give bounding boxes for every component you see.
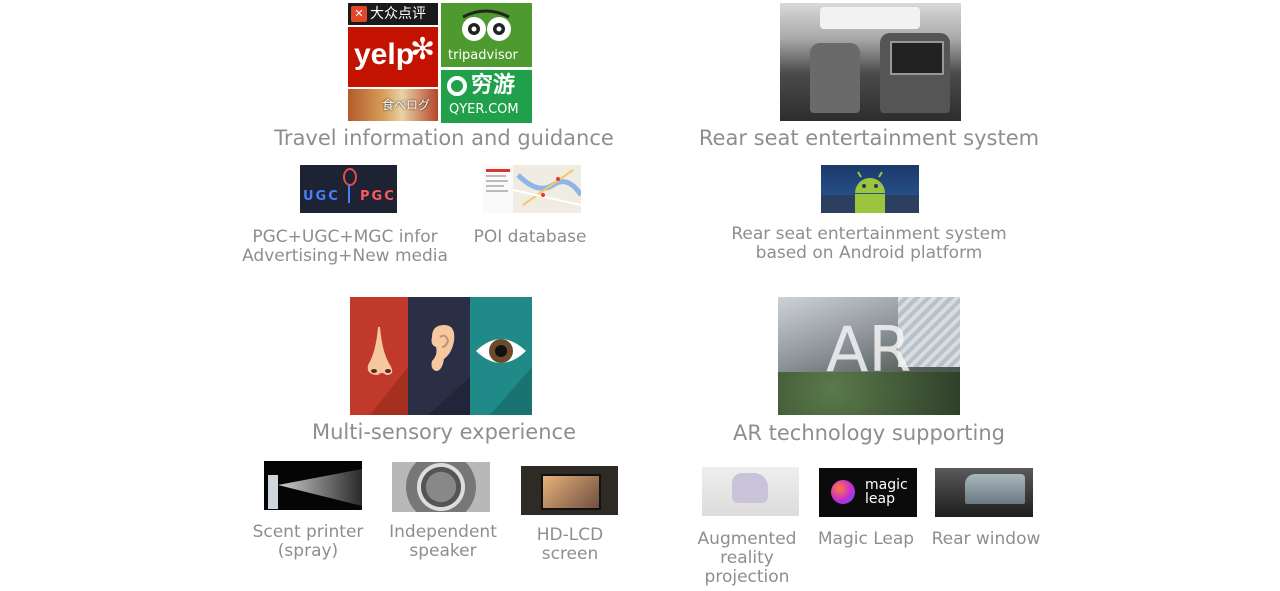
connector-line <box>348 185 350 203</box>
yelp-burst-icon: ✻ <box>410 32 436 67</box>
headrest-screen <box>890 41 944 75</box>
ar-building <box>898 297 960 367</box>
yelp-text: yelp <box>354 38 415 71</box>
tabelog-logo: 食べログ <box>348 89 438 121</box>
nose-panel <box>350 297 408 415</box>
dianping-icon: ✕ <box>351 6 367 22</box>
pin-icon <box>343 168 357 186</box>
qyer-com-text: QYER.COM <box>449 102 519 117</box>
ugc-pgc-image: UGC PGC <box>300 165 397 213</box>
android-image <box>821 165 919 213</box>
poi-map-image <box>483 165 581 213</box>
poi-label: POI database <box>473 227 587 247</box>
ar-title: AR technology supporting <box>732 421 1005 445</box>
dianping-text: 大众点评 <box>370 6 426 22</box>
magic-leap-label: Magic Leap <box>817 529 915 549</box>
ar-trees <box>778 372 960 415</box>
qyer-q-icon <box>447 76 467 96</box>
spray-icon <box>268 469 362 509</box>
nose-icon <box>367 327 408 415</box>
scent-label: Scent printer (spray) <box>252 522 364 561</box>
ugc-text: UGC <box>303 189 340 204</box>
qyer-logo: 穷游 QYER.COM <box>441 70 532 123</box>
map-graphic <box>483 165 581 213</box>
hd-lcd-image <box>521 466 618 515</box>
android-icon <box>821 171 919 213</box>
speaker-label: Independent speaker <box>389 522 497 561</box>
tripadvisor-logo: tripadvisor <box>441 3 532 67</box>
ear-icon <box>428 325 470 415</box>
multisensory-title: Multi-sensory experience <box>312 420 576 444</box>
owl-icon <box>462 9 511 41</box>
senses-image <box>350 297 532 415</box>
travel-title: Travel information and guidance <box>274 126 614 150</box>
dianping-logo: ✕ 大众点评 <box>348 3 438 25</box>
eye-panel <box>470 297 532 415</box>
pgc-text: PGC <box>360 189 396 204</box>
magic-leap-image: magic leap <box>819 468 917 517</box>
magic-leap-logo-line2: leap <box>865 491 895 507</box>
eye-icon <box>476 339 532 415</box>
ugc-label: PGC+UGC+MGC infor Advertising+New media <box>242 227 448 266</box>
seat-left <box>810 43 860 113</box>
ear-panel <box>408 297 470 415</box>
lcd-screen <box>541 474 601 510</box>
android-label: Rear seat entertainment system based on … <box>731 224 1007 263</box>
tabelog-text: 食べログ <box>382 98 431 112</box>
ar-projection-image <box>702 467 799 516</box>
magic-leap-logo-line1: magic <box>865 477 908 493</box>
rear-window-image <box>935 468 1033 517</box>
tripadvisor-text: tripadvisor <box>448 48 518 63</box>
ar-overlay-text: AR <box>826 313 912 386</box>
speaker-grille-icon <box>406 462 476 512</box>
hd-lcd-label: HD-LCD screen <box>536 525 604 564</box>
yelp-logo: yelp ✻ <box>348 27 438 87</box>
rear-window-label: Rear window <box>931 529 1041 549</box>
qyer-cn-text: 穷游 <box>471 73 516 98</box>
ar-projection-label: Augmented reality projection <box>697 529 797 587</box>
speaker-image <box>392 462 490 512</box>
rear-seat-title: Rear seat entertainment system <box>698 126 1040 150</box>
scent-printer-image <box>264 461 362 510</box>
window-pane <box>965 474 1025 504</box>
hand-shape <box>732 473 768 503</box>
sunroof <box>820 7 920 29</box>
rear-seat-photo <box>780 3 961 121</box>
ar-photo: AR <box>778 297 960 415</box>
magic-leap-swirl-icon <box>831 480 855 504</box>
